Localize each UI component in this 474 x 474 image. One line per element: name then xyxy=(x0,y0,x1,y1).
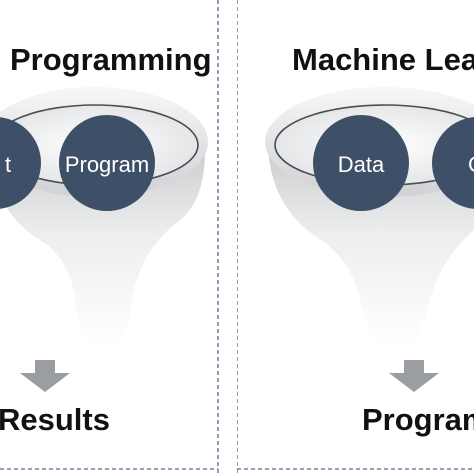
left-down-arrow-icon xyxy=(20,360,70,392)
right-panel-output: Program xyxy=(362,402,474,437)
right-input-label-1: Data xyxy=(338,152,385,177)
right-input-circle-2: G xyxy=(432,117,474,209)
left-input-label-2: Program xyxy=(65,152,149,177)
left-panel-output: Results xyxy=(0,402,110,437)
left-input-label-1: t xyxy=(5,152,11,177)
left-input-circle-2: Program xyxy=(59,115,155,211)
right-input-label-2: G xyxy=(468,152,474,177)
right-panel-title: Machine Lea xyxy=(292,42,474,77)
right-input-circle-1: Data xyxy=(313,115,409,211)
left-input-circle-1: t xyxy=(0,117,41,209)
right-down-arrow-icon xyxy=(389,360,439,392)
left-panel-title: Programming xyxy=(10,42,212,77)
right-panel: Data G Machine Lea Program xyxy=(237,0,474,474)
left-panel: t Program Programming Results xyxy=(0,0,219,474)
